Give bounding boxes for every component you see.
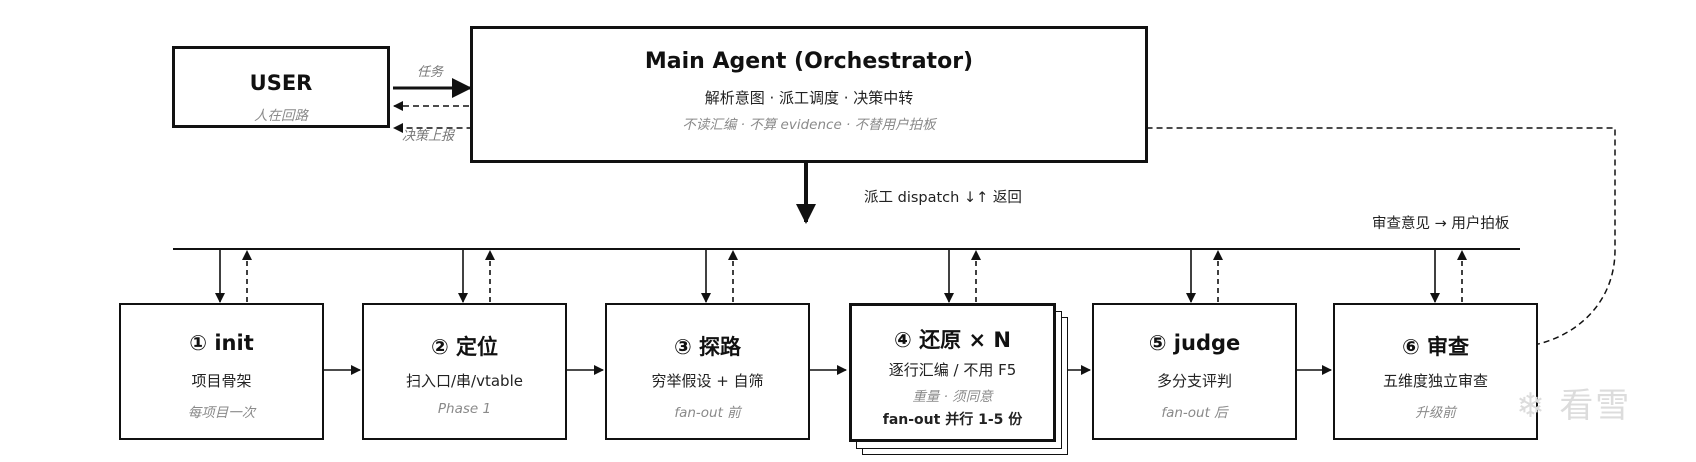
watermark: ❄ 看雪	[1516, 378, 1631, 427]
dispatch-label: 派工 dispatch ↓↑ 返回	[864, 190, 1022, 206]
stage-judge-subtitle: 多分支评判	[1156, 372, 1232, 390]
stage-init: ① init 项目骨架 每项目一次	[119, 303, 324, 440]
orchestrator-box: Main Agent (Orchestrator) 解析意图 · 派工调度 · …	[470, 26, 1148, 163]
stage-restore-title: ④ 还原 × N	[894, 328, 1011, 352]
stage-init-title: ① init	[189, 331, 254, 355]
user-box: USER 人在回路	[172, 46, 390, 128]
orchestrator-title: Main Agent (Orchestrator)	[644, 49, 974, 74]
stage-locate-title: ② 定位	[430, 335, 499, 359]
stage-judge: ⑤ judge 多分支评判 fan-out 后	[1092, 303, 1297, 440]
stage-review-note: 升级前	[1415, 405, 1456, 421]
stage-explore: ③ 探路 穷举假设 + 自筛 fan-out 前	[605, 303, 810, 440]
stage-review-title: ⑥ 审查	[1401, 335, 1470, 359]
user-title: USER	[249, 71, 313, 95]
watermark-text: 看雪	[1559, 386, 1632, 426]
stage-locate-note: Phase 1	[437, 401, 492, 417]
stage-locate: ② 定位 扫入口/串/vtable Phase 1	[362, 303, 567, 440]
stage-init-note: 每项目一次	[187, 405, 256, 421]
stage-review: ⑥ 审查 五维度独立审查 升级前	[1333, 303, 1538, 440]
stage-explore-note: fan-out 前	[674, 405, 741, 421]
stage-judge-title: ⑤ judge	[1148, 331, 1241, 355]
stage-init-subtitle: 项目骨架	[191, 372, 252, 390]
stage-restore-note: 重量 · 须同意	[912, 389, 993, 405]
decision-report-arrow	[393, 123, 1616, 346]
stage-judge-note: fan-out 后	[1161, 405, 1228, 421]
stage-locate-subtitle: 扫入口/串/vtable	[406, 372, 523, 390]
snowflake-icon: ❄	[1516, 386, 1547, 426]
decision-report-label: 决策上报	[402, 129, 455, 144]
task-label: 任务	[417, 65, 444, 80]
stage-restore: ④ 还原 × N 逐行汇编 / 不用 F5 重量 · 须同意 fan-out 并…	[849, 303, 1056, 442]
stage-explore-title: ③ 探路	[673, 335, 742, 359]
stage-restore-subtitle: 逐行汇编 / 不用 F5	[888, 361, 1017, 379]
stage-review-subtitle: 五维度独立审查	[1382, 372, 1488, 390]
orchestrator-note: 不读汇编 · 不算 evidence · 不替用户拍板	[682, 117, 936, 133]
stage-explore-subtitle: 穷举假设 + 自筛	[651, 372, 764, 390]
user-note: 人在回路	[254, 108, 308, 124]
orchestrator-subtitle: 解析意图 · 派工调度 · 决策中转	[704, 89, 914, 107]
review-to-user-label: 审查意见 → 用户拍板	[1372, 216, 1510, 232]
stage-restore-extra: fan-out 并行 1-5 份	[882, 412, 1023, 428]
